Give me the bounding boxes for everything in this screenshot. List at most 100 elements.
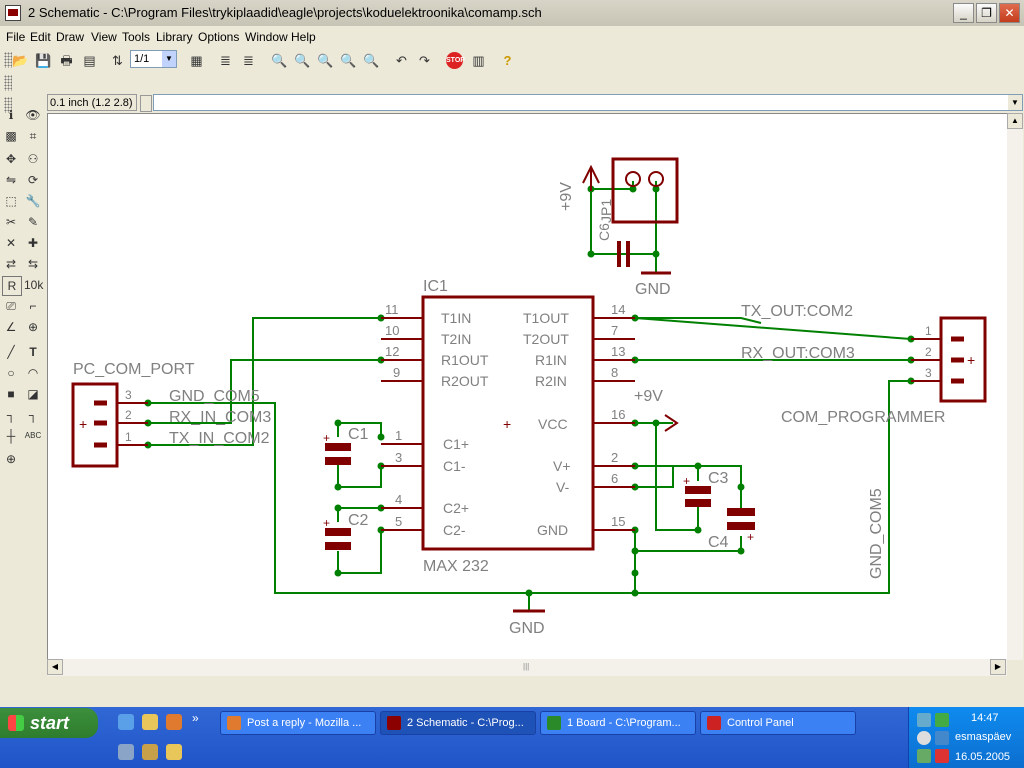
clock-time[interactable]: 14:47 [971, 712, 999, 724]
menu-edit[interactable]: Edit [30, 30, 51, 44]
zoom-fit-icon[interactable]: 🔍 [271, 53, 288, 68]
chevron-down-icon[interactable]: ▼ [162, 51, 176, 67]
ie-icon[interactable] [118, 714, 134, 730]
command-toolbar-grip[interactable] [4, 97, 12, 113]
schematic-canvas[interactable]: IC1 MAX 232 + PC_COM_PORT COM_PROGRAMMER… [47, 113, 1008, 659]
split-icon[interactable]: ∠ [5, 320, 17, 334]
command-line-input[interactable]: ▼ [153, 94, 1023, 111]
desktop-icon[interactable] [118, 744, 134, 760]
vertical-scrollbar[interactable]: ▲ [1007, 113, 1023, 660]
tool-icon[interactable] [166, 744, 182, 760]
open-icon[interactable]: 📂 [12, 53, 29, 68]
info-icon[interactable]: ℹ [8, 108, 14, 122]
task-schematic[interactable]: 2 Schematic - C:\Prog... [380, 711, 536, 735]
sheet-icon[interactable]: ⇅ [112, 53, 123, 68]
menu-library[interactable]: Library [156, 30, 193, 44]
horizontal-scrollbar[interactable]: ◀ ||| ▶ [47, 659, 1007, 676]
notepad-icon[interactable] [142, 744, 158, 760]
label-icon[interactable]: ABC [24, 431, 42, 440]
volume-icon[interactable] [917, 731, 931, 745]
gateswap-icon[interactable]: ⇆ [27, 257, 39, 271]
pinswap-icon[interactable]: ⇄ [5, 257, 17, 271]
menu-view[interactable]: View [91, 30, 117, 44]
change-icon[interactable]: 🔧 [25, 194, 41, 208]
firefox-icon[interactable] [166, 714, 182, 730]
maximize-button[interactable]: ❐ [976, 3, 997, 23]
menu-help[interactable]: Help [291, 30, 316, 44]
usb-icon[interactable] [917, 749, 931, 763]
polygon-icon[interactable]: ◪ [27, 387, 39, 401]
schematic-drawing[interactable]: IC1 MAX 232 + PC_COM_PORT COM_PROGRAMMER… [48, 114, 1008, 659]
go-icon[interactable]: ▥ [472, 53, 485, 68]
chevron-down-icon[interactable]: ▼ [1008, 95, 1022, 110]
redo-icon[interactable]: ↷ [419, 53, 430, 68]
security-icon[interactable] [935, 713, 949, 727]
move-icon[interactable]: ✥ [5, 152, 17, 166]
pin-num-7: 7 [611, 323, 618, 338]
show-icon[interactable]: 👁 [25, 108, 41, 122]
rect-icon[interactable]: ■ [7, 387, 15, 401]
zoom-select-icon[interactable]: 🔍 [363, 53, 380, 68]
scroll-right-icon[interactable]: ▶ [990, 659, 1006, 675]
menu-options[interactable]: Options [198, 30, 240, 44]
app-icon[interactable] [5, 5, 21, 21]
undo-icon[interactable]: ↶ [396, 53, 407, 68]
param-toolbar-grip[interactable] [4, 75, 12, 91]
wire-icon[interactable]: ╱ [7, 345, 15, 359]
smash-icon[interactable]: ⎚ [6, 299, 16, 313]
display-icon[interactable]: ▩ [5, 129, 17, 143]
mirror-icon[interactable]: ⇋ [5, 173, 17, 187]
miter-icon[interactable]: ⌐ [29, 299, 37, 313]
erc-icon[interactable]: ⊕ [5, 452, 17, 466]
save-icon[interactable]: 💾 [35, 53, 52, 68]
quicklaunch-chevron[interactable]: » [192, 711, 199, 725]
group-icon[interactable]: ⬚ [5, 194, 17, 208]
menu-tools[interactable]: Tools [122, 30, 151, 44]
scroll-thumb-grip[interactable]: ||| [523, 662, 530, 671]
copy-icon[interactable]: ⚇ [27, 152, 39, 166]
close-button[interactable]: ✕ [999, 3, 1020, 23]
name-icon[interactable]: R [2, 276, 22, 296]
circle-icon[interactable]: ○ [7, 366, 15, 380]
network-icon[interactable] [917, 713, 931, 727]
net-icon[interactable]: ┐ [28, 408, 38, 422]
add-icon[interactable]: ✚ [27, 236, 39, 250]
menu-file[interactable]: File [6, 30, 26, 44]
task-control-panel[interactable]: Control Panel [700, 711, 856, 735]
print-icon[interactable]: 🖶 [60, 53, 73, 68]
delete-icon[interactable]: ✕ [5, 236, 17, 250]
scroll-left-icon[interactable]: ◀ [47, 659, 63, 675]
scroll-up-icon[interactable]: ▲ [1007, 113, 1023, 129]
value-icon[interactable]: 10k [24, 278, 44, 292]
folder-icon[interactable] [142, 714, 158, 730]
script-icon[interactable]: ≣ [220, 53, 231, 68]
mark-icon[interactable]: ⌗ [29, 129, 37, 143]
zoom-out-icon[interactable]: 🔍 [317, 53, 334, 68]
rotate-icon[interactable]: ⟳ [27, 173, 39, 187]
bus-icon[interactable]: ┐ [6, 408, 16, 422]
menu-draw[interactable]: Draw [56, 30, 85, 44]
cut-icon[interactable]: ✂ [5, 215, 17, 229]
task-mozilla[interactable]: Post a reply - Mozilla ... [220, 711, 376, 735]
text-icon[interactable]: T [29, 345, 37, 359]
help-icon[interactable]: ? [503, 53, 512, 68]
sheet-select[interactable]: 1/1 ▼ [130, 50, 177, 68]
junction-icon[interactable]: ┼ [6, 429, 16, 443]
zoom-in-icon[interactable]: 🔍 [294, 53, 311, 68]
clock-date: 16.05.2005 [955, 751, 1011, 763]
display-icon[interactable] [935, 731, 949, 745]
paste-icon[interactable]: ✎ [27, 215, 39, 229]
ulp-icon[interactable]: ≣ [243, 53, 254, 68]
arc-icon[interactable]: ◠ [27, 366, 39, 380]
board-icon[interactable]: ▦ [190, 53, 203, 68]
invoke-icon[interactable]: ⊕ [27, 320, 39, 334]
start-button[interactable]: start [0, 708, 98, 738]
toolbar-grip[interactable] [4, 52, 12, 68]
task-board[interactable]: 1 Board - C:\Program... [540, 711, 696, 735]
zoom-redraw-icon[interactable]: 🔍 [340, 53, 357, 68]
menu-window[interactable]: Window [245, 30, 288, 44]
cam-icon[interactable]: ▤ [83, 53, 96, 68]
minimize-button[interactable]: _ [953, 3, 974, 23]
antivirus-icon[interactable] [935, 749, 949, 763]
stop-icon[interactable]: STOP [446, 52, 465, 69]
